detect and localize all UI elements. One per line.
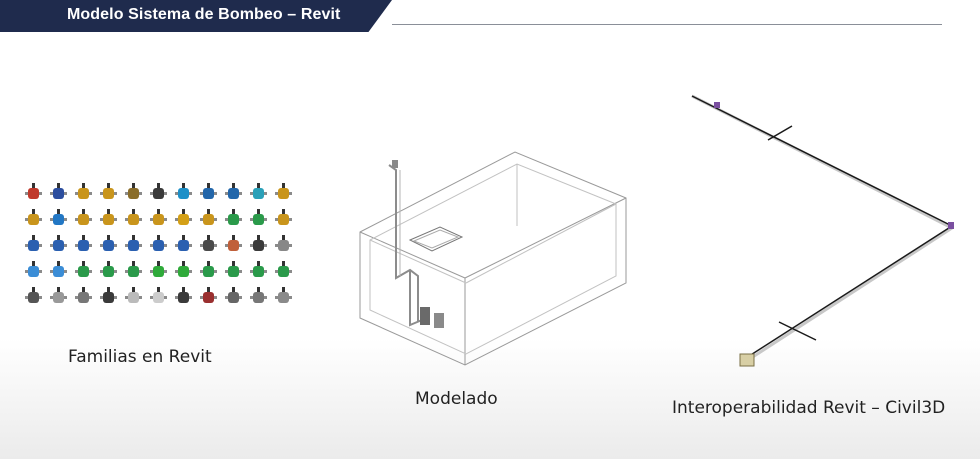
family-icon [122, 232, 147, 258]
family-icon [247, 232, 272, 258]
pump-icon [434, 313, 444, 328]
family-icon [97, 284, 122, 310]
interop-caption: Interoperabilidad Revit – Civil3D [672, 398, 946, 418]
family-icon [272, 232, 297, 258]
tank-outline [359, 151, 627, 366]
family-icon [147, 180, 172, 206]
family-icon [222, 180, 247, 206]
family-icon [197, 284, 222, 310]
family-icon [272, 258, 297, 284]
tank-hatch [408, 226, 464, 252]
tank-hatch-inner [412, 229, 460, 249]
family-icon [272, 206, 297, 232]
family-icon [222, 258, 247, 284]
family-icon [247, 284, 272, 310]
pipe-shadow [747, 226, 953, 362]
valve-icon [392, 160, 398, 168]
node-icon [714, 102, 720, 108]
family-icon [197, 232, 222, 258]
family-icon [122, 284, 147, 310]
tank-inner-edge [465, 203, 617, 284]
family-icon [197, 180, 222, 206]
family-icon [22, 206, 47, 232]
family-icon [147, 232, 172, 258]
pump-station-icon [739, 353, 755, 367]
bottom-gradient [0, 339, 980, 459]
family-icon [197, 258, 222, 284]
pipe-segment [745, 225, 953, 359]
family-icon [22, 284, 47, 310]
family-icon [47, 258, 72, 284]
family-icon [47, 284, 72, 310]
family-icon [72, 232, 97, 258]
families-caption: Familias en Revit [68, 347, 212, 367]
family-icon [172, 180, 197, 206]
family-icon [22, 258, 47, 284]
family-icon [172, 258, 197, 284]
pump-icon [420, 307, 430, 325]
node-icon [948, 222, 954, 229]
riser-pipe [409, 270, 423, 327]
family-icon [172, 232, 197, 258]
family-icon [47, 180, 72, 206]
family-icon [72, 206, 97, 232]
family-icon [247, 258, 272, 284]
pump-piping [388, 164, 423, 327]
family-icon [122, 258, 147, 284]
modeling-caption: Modelado [415, 389, 498, 409]
pump-units [392, 160, 444, 328]
family-icon [97, 232, 122, 258]
tank-inner-edge [369, 239, 467, 284]
family-icon [47, 232, 72, 258]
family-icon [122, 206, 147, 232]
family-icon [172, 206, 197, 232]
families-grid [22, 180, 297, 312]
family-icon [222, 206, 247, 232]
family-icon [172, 284, 197, 310]
family-icon [72, 258, 97, 284]
family-icon [197, 206, 222, 232]
title-divider [392, 24, 942, 25]
family-icon [222, 284, 247, 310]
pipe-segment [691, 95, 953, 227]
family-icon [22, 180, 47, 206]
family-icon [122, 180, 147, 206]
family-icon [147, 206, 172, 232]
family-icon [97, 258, 122, 284]
family-icon [272, 284, 297, 310]
family-icon [72, 180, 97, 206]
family-icon [222, 232, 247, 258]
family-icon [22, 232, 47, 258]
section-marker [767, 125, 793, 141]
family-icon [272, 180, 297, 206]
family-icon [247, 180, 272, 206]
tank-edge [464, 197, 627, 279]
section-marker [778, 321, 817, 341]
family-icon [247, 206, 272, 232]
tank-edge [359, 231, 466, 279]
family-icon [147, 284, 172, 310]
title-banner [0, 0, 392, 32]
family-icon [72, 284, 97, 310]
family-icon [97, 206, 122, 232]
family-icon [147, 258, 172, 284]
discharge-pipe [388, 164, 419, 322]
family-icon [97, 180, 122, 206]
family-icon [47, 206, 72, 232]
page-title: Modelo Sistema de Bombeo – Revit [67, 6, 341, 23]
